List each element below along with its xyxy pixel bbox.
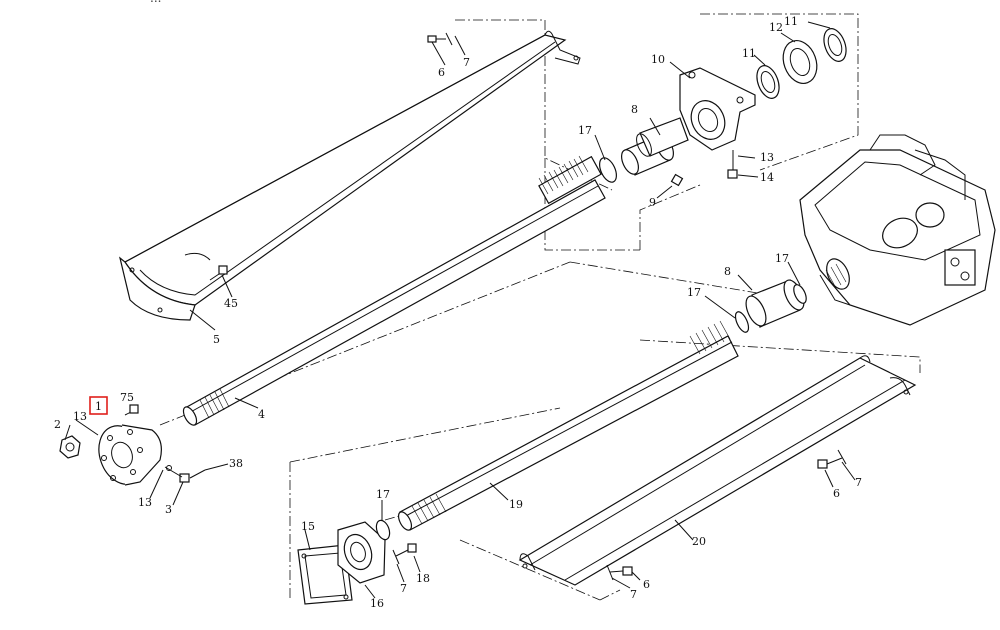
- bolt-14: [727, 150, 738, 179]
- callout-4: 4: [258, 408, 265, 421]
- callout-2: 2: [54, 418, 61, 431]
- callout-75: 75: [120, 391, 134, 404]
- callout-7-top: 7: [463, 56, 470, 69]
- upper-guard: [119, 30, 581, 321]
- callout-19: 19: [509, 498, 523, 511]
- lower-bushing-set: [734, 279, 807, 333]
- callout-labels: 1 2 3 4 5 6 6 6 7 7 7 7 8 8 9 10 11 11 1…: [54, 15, 862, 610]
- callout-38: 38: [229, 457, 243, 470]
- callout-7-right: 7: [855, 476, 862, 489]
- bolt-45: [209, 265, 228, 281]
- callout-5: 5: [213, 333, 220, 346]
- callout-17-gearbox: 17: [775, 252, 789, 265]
- leader-lines: [64, 21, 856, 599]
- callout-7-bottom: 7: [630, 588, 637, 601]
- bearings-11-12: [756, 28, 847, 99]
- upper-bushing-set: [599, 117, 689, 183]
- callout-14: 14: [760, 171, 774, 184]
- callout-10: 10: [651, 53, 665, 66]
- callout-15: 15: [301, 520, 315, 533]
- callout-13-housing: 13: [760, 151, 774, 164]
- callout-6-bottom: 6: [643, 578, 650, 591]
- callout-8-top: 8: [631, 103, 638, 116]
- highlight-box: [89, 396, 108, 415]
- lower-shaft: [397, 320, 739, 531]
- callout-7-seal: 7: [400, 582, 407, 595]
- callout-45: 45: [224, 297, 238, 310]
- callout-17-seal: 17: [376, 488, 390, 501]
- callout-8-lower: 8: [724, 265, 731, 278]
- callout-9: 9: [649, 196, 656, 209]
- bolt-upper: [427, 32, 453, 46]
- assembly-boundary-lines: [159, 13, 921, 601]
- callout-6-right: 6: [833, 487, 840, 500]
- callout-13-flange-top: 13: [73, 410, 87, 423]
- callout-13-flange-bottom: 13: [138, 496, 152, 509]
- callout-20: 20: [692, 535, 706, 548]
- callout-18: 18: [416, 572, 430, 585]
- bearing-housing: [679, 67, 756, 151]
- callout-11-left: 11: [742, 47, 756, 60]
- callout-17-lower: 17: [687, 286, 701, 299]
- callout-11-right: 11: [784, 15, 798, 28]
- bolts-lower: [606, 449, 847, 581]
- gearbox-housing: [799, 134, 996, 326]
- partial-caption: ...: [0, 0, 1000, 7]
- grease-fitting: [670, 173, 684, 187]
- callout-16: 16: [370, 597, 384, 610]
- callout-12: 12: [769, 21, 783, 34]
- seal-housing-gasket: [297, 519, 417, 605]
- callout-3: 3: [165, 503, 172, 516]
- upper-shaft: [182, 155, 606, 426]
- callout-1: 1: [95, 400, 102, 413]
- callout-6-top: 6: [438, 66, 445, 79]
- callout-17-top: 17: [578, 124, 592, 137]
- flange-yoke: [59, 404, 206, 486]
- lower-guard: [518, 355, 917, 586]
